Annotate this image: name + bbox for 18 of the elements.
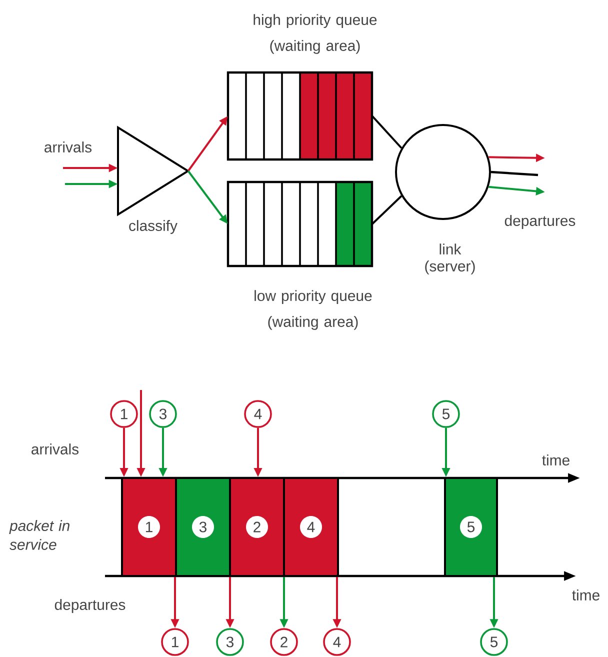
service-block: 5 <box>444 477 498 577</box>
service-block: 1 <box>121 477 177 577</box>
queue-drawing: low priority queue (waiting area) <box>226 180 374 330</box>
axis-label: departures <box>54 599 126 613</box>
node-label: high priority queue (waiting area) <box>254 14 377 54</box>
queue-drawing: high priority queue (waiting area) <box>226 14 377 161</box>
service-block: 3 <box>175 477 231 577</box>
axis-label: packet in service <box>9 520 70 550</box>
service-block: 2 <box>229 477 285 577</box>
node-label: low priority queue (waiting area) <box>254 290 372 330</box>
node-label: link (server) <box>425 244 475 274</box>
axis-label: time <box>542 454 570 466</box>
axis-label: departures <box>504 215 576 229</box>
axis-label: time <box>572 590 600 600</box>
node-label: classify <box>129 220 178 234</box>
axis-label: arrivals <box>32 444 79 454</box>
axis-label: arrivals <box>44 142 92 152</box>
service-block: 4 <box>283 477 339 577</box>
